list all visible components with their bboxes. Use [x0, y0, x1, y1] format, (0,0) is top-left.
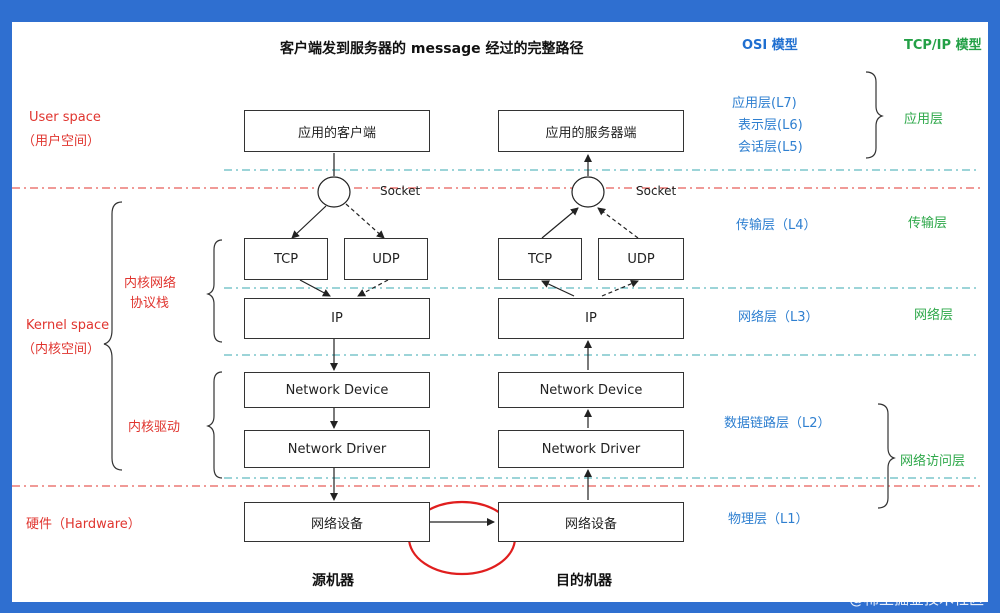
- tcpip-app-label: 应用层: [904, 112, 944, 127]
- osi-l7-label: 应用层(L7): [732, 96, 797, 111]
- tcpip-access-brace: [877, 403, 896, 509]
- source-udp-box: UDP: [344, 238, 428, 280]
- source-socket-icon: [317, 176, 351, 208]
- dest-tcp-box: TCP: [498, 238, 582, 280]
- source-ip-box: IP: [244, 298, 430, 339]
- kernel-space-label: Kernel space: [26, 318, 110, 333]
- osi-l2-label: 数据链路层（L2）: [724, 416, 831, 431]
- osi-l6-label: 表示层(L6): [738, 118, 803, 133]
- kernel-driver-brace: [206, 371, 223, 479]
- source-tcp-box: TCP: [244, 238, 328, 280]
- dest-ip-box: IP: [498, 298, 684, 339]
- dest-socket-icon: [571, 176, 605, 208]
- osi-l5-label: 会话层(L5): [738, 140, 803, 155]
- kernel-stack-label-1: 内核网络: [124, 276, 177, 291]
- dest-socket-label: Socket: [636, 184, 677, 198]
- dest-udp-box: UDP: [598, 238, 684, 280]
- dest-app-box: 应用的服务器端: [498, 110, 684, 152]
- kernel-driver-label: 内核驱动: [128, 420, 181, 435]
- user-space-label: User space: [29, 110, 101, 125]
- dest-caption: 目的机器: [556, 573, 612, 589]
- diagram-canvas: 客户端发到服务器的 message 经过的完整路径 OSI 模型 TCP/IP …: [12, 22, 988, 602]
- tcpip-access-label: 网络访问层: [900, 454, 966, 469]
- dest-hw-box: 网络设备: [498, 502, 684, 542]
- source-socket-label: Socket: [380, 184, 421, 198]
- osi-upper-brace: [865, 71, 884, 159]
- osi-l1-label: 物理层（L1）: [728, 512, 809, 527]
- dest-driver-box: Network Driver: [498, 430, 684, 468]
- diagram-title: 客户端发到服务器的 message 经过的完整路径: [280, 41, 584, 57]
- source-caption: 源机器: [312, 573, 354, 589]
- user-space-cn-label: （用户空间）: [22, 134, 101, 149]
- source-driver-box: Network Driver: [244, 430, 430, 468]
- hardware-label: 硬件（Hardware）: [26, 517, 141, 532]
- source-hw-box: 网络设备: [244, 502, 430, 542]
- osi-model-header: OSI 模型: [742, 38, 798, 53]
- source-app-box: 应用的客户端: [244, 110, 430, 152]
- tcpip-network-label: 网络层: [914, 308, 954, 323]
- watermark: @稀土掘金技术社区: [848, 590, 984, 608]
- kernel-space-cn-label: （内核空间）: [22, 342, 101, 357]
- kernel-stack-brace: [206, 239, 223, 343]
- tcpip-model-header: TCP/IP 模型: [904, 38, 982, 53]
- dest-device-box: Network Device: [498, 372, 684, 408]
- tcpip-transport-label: 传输层: [908, 216, 948, 231]
- kernel-space-brace: [103, 201, 123, 471]
- kernel-stack-label-2: 协议栈: [130, 296, 170, 311]
- source-device-box: Network Device: [244, 372, 430, 408]
- osi-l4-label: 传输层（L4）: [736, 218, 817, 233]
- osi-l3-label: 网络层（L3）: [738, 310, 819, 325]
